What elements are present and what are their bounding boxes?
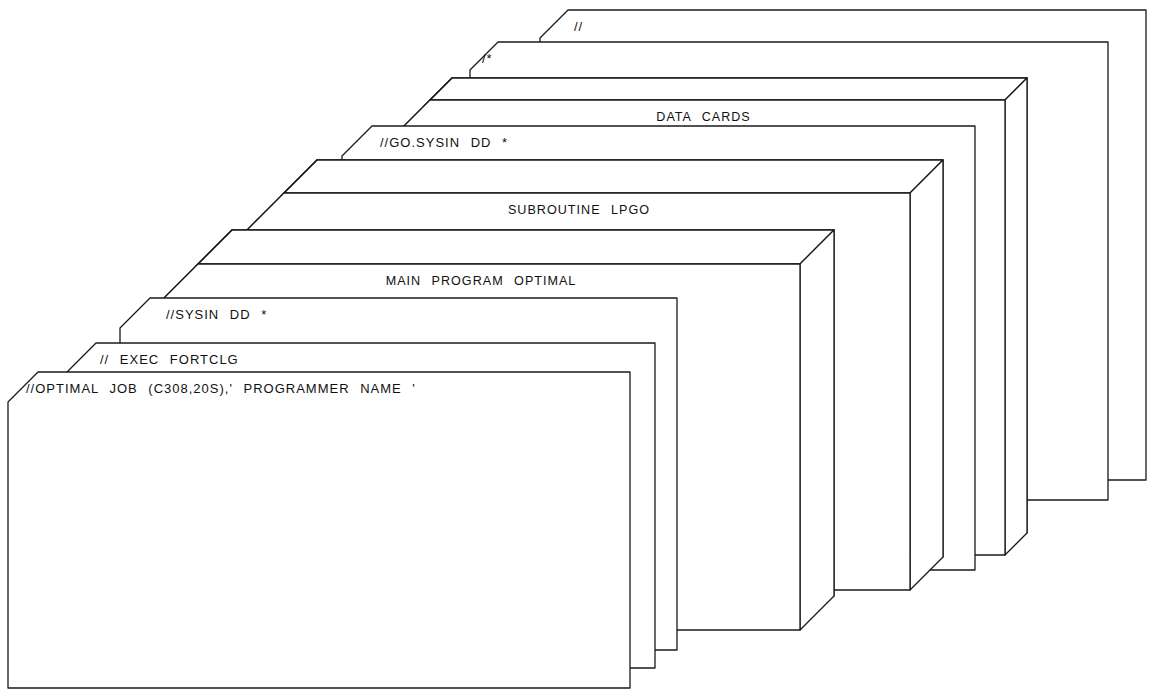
card-edge bbox=[540, 10, 1146, 480]
card-label: //OPTIMAL JOB (C308,20S),' PROGRAMMER NA… bbox=[26, 381, 630, 397]
card-edge bbox=[424, 78, 1027, 533]
card-edge bbox=[248, 193, 910, 590]
card-outline bbox=[8, 372, 632, 690]
card-edge bbox=[402, 100, 1005, 555]
card-edge bbox=[910, 160, 943, 590]
card-edge bbox=[66, 343, 655, 668]
card-label: //SYSIN DD * bbox=[166, 307, 677, 323]
card-edge bbox=[284, 160, 943, 193]
card-label: // bbox=[574, 19, 1146, 35]
punched-card: //OPTIMAL JOB (C308,20S),' PROGRAMMER NA… bbox=[8, 372, 630, 688]
card-label: //GO.SYSIN DD * bbox=[380, 135, 975, 151]
card-label: /* bbox=[482, 51, 1108, 67]
card-edge bbox=[162, 264, 800, 630]
card-edge bbox=[430, 78, 1027, 100]
card-edge bbox=[120, 298, 677, 650]
card-label: DATA CARDS bbox=[402, 109, 1005, 125]
card-edge bbox=[8, 372, 630, 688]
card-edge bbox=[198, 230, 834, 264]
card-edge bbox=[1005, 78, 1027, 555]
card-label: SUBROUTINE LPGO bbox=[248, 202, 910, 218]
card-label: // EXEC FORTCLG bbox=[100, 352, 655, 368]
card-edge bbox=[800, 230, 834, 630]
card-edge bbox=[470, 42, 1108, 500]
card-edge bbox=[342, 126, 975, 570]
card-label: MAIN PROGRAM OPTIMAL bbox=[162, 273, 800, 289]
